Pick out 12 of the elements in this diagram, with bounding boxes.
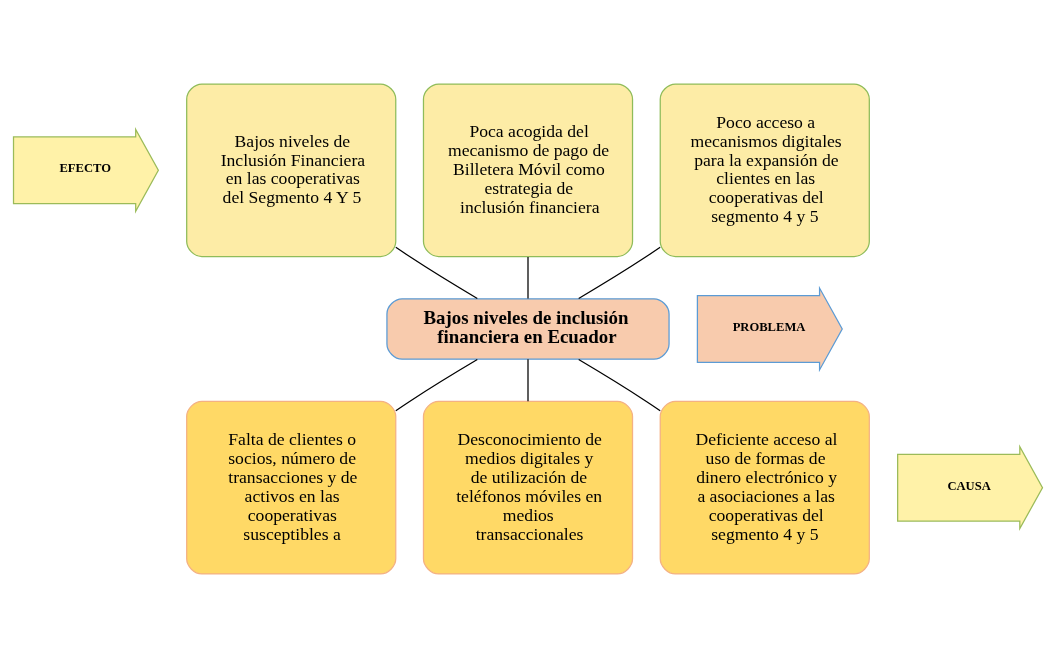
connector [578, 358, 661, 411]
connector [527, 255, 529, 299]
node-box: Bajos niveles de Inclusión Financiera en las cooperativas del Segmento 4 Y 5 [186, 82, 397, 257]
connector [395, 246, 478, 299]
connector [395, 358, 478, 411]
node-box: Poca acogida del mecanismo de pago de Billetera Móvil como estrategia de inclusión financiera [422, 82, 634, 257]
connector [578, 246, 661, 299]
node-box: Poco acceso a mecanismos digitales para la expansión de clientes en las cooperativas del segmento 4 y 5 [659, 82, 870, 257]
node-box: Falta de clientes o socios, número de transacciones y de activos en las cooperativas susceptibles a [186, 400, 397, 575]
node-box: Bajos niveles de inclusión financiera en Ecuador [386, 297, 670, 360]
node-box: Desconocimiento de medios digitales y de utilización de teléfonos móviles en medios transaccionales [422, 400, 634, 575]
node-box: Deficiente acceso al uso de formas de dinero electrónico y a asociaciones a las cooperativas del segmento 4 y 5 [659, 400, 870, 575]
